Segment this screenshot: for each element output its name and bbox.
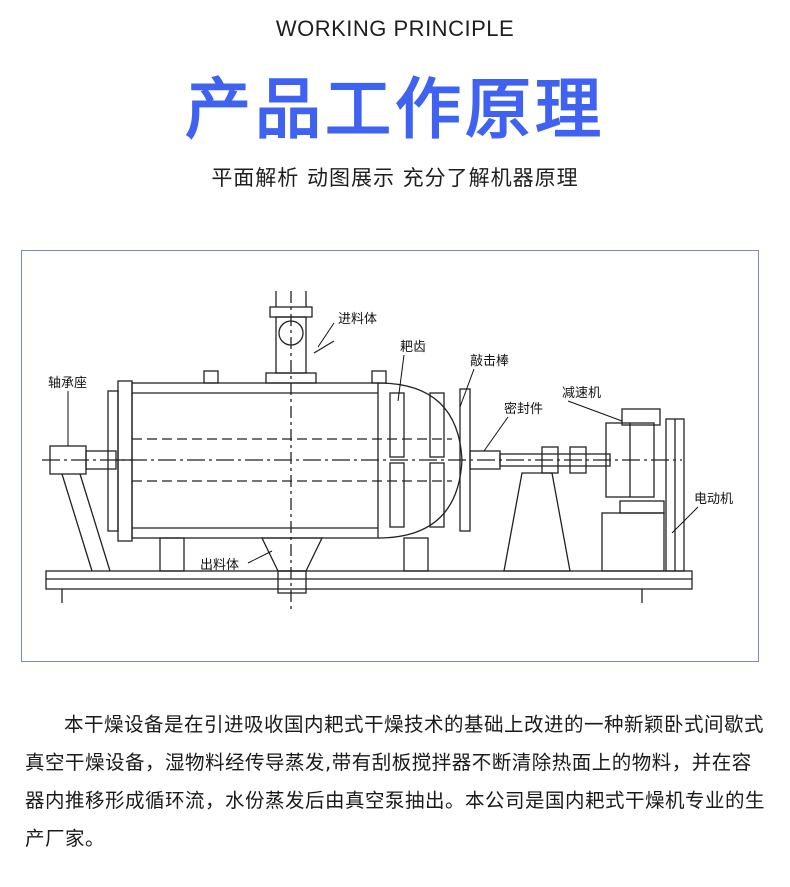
page-subtitle: 平面解析 动图展示 充分了解机器原理 bbox=[211, 166, 579, 190]
section-eyebrow: WORKING PRINCIPLE bbox=[275, 16, 515, 41]
callout-motor: 电动机 bbox=[694, 492, 733, 507]
callout-discharge: 出料体 bbox=[200, 558, 239, 573]
rake-tooth bbox=[429, 462, 445, 528]
callout-seal: 密封件 bbox=[504, 401, 543, 417]
discharge-outlet bbox=[260, 537, 324, 572]
description-paragraph: 本干燥设备是在引进吸收国内耙式干燥技术的基础上改进的一种新颖卧式间歇式真空干燥设… bbox=[25, 713, 766, 850]
callout-feed: 进料体 bbox=[338, 312, 377, 327]
callout-rake-teeth: 耙齿 bbox=[400, 340, 426, 355]
base-frame bbox=[45, 570, 693, 590]
motor bbox=[601, 512, 665, 572]
rake-tooth bbox=[429, 392, 445, 458]
rake-dryer-drawing: 进料体 耙齿 敲击棒 轴承座 密封件 减速机 电动机 出料体 bbox=[42, 291, 733, 611]
callout-striking-rod: 敲击棒 bbox=[470, 353, 509, 369]
page-title: 产品工作原理 bbox=[185, 71, 605, 148]
left-flange bbox=[117, 380, 133, 542]
rake-tooth bbox=[389, 392, 405, 458]
rake-tooth bbox=[389, 462, 405, 528]
callout-reducer: 减速机 bbox=[562, 386, 601, 401]
machine-diagram: 进料体 耙齿 敲击棒 轴承座 密封件 减速机 电动机 出料体 bbox=[21, 250, 759, 662]
callout-bearing-seat: 轴承座 bbox=[48, 376, 87, 391]
shaft-stand bbox=[503, 472, 571, 572]
